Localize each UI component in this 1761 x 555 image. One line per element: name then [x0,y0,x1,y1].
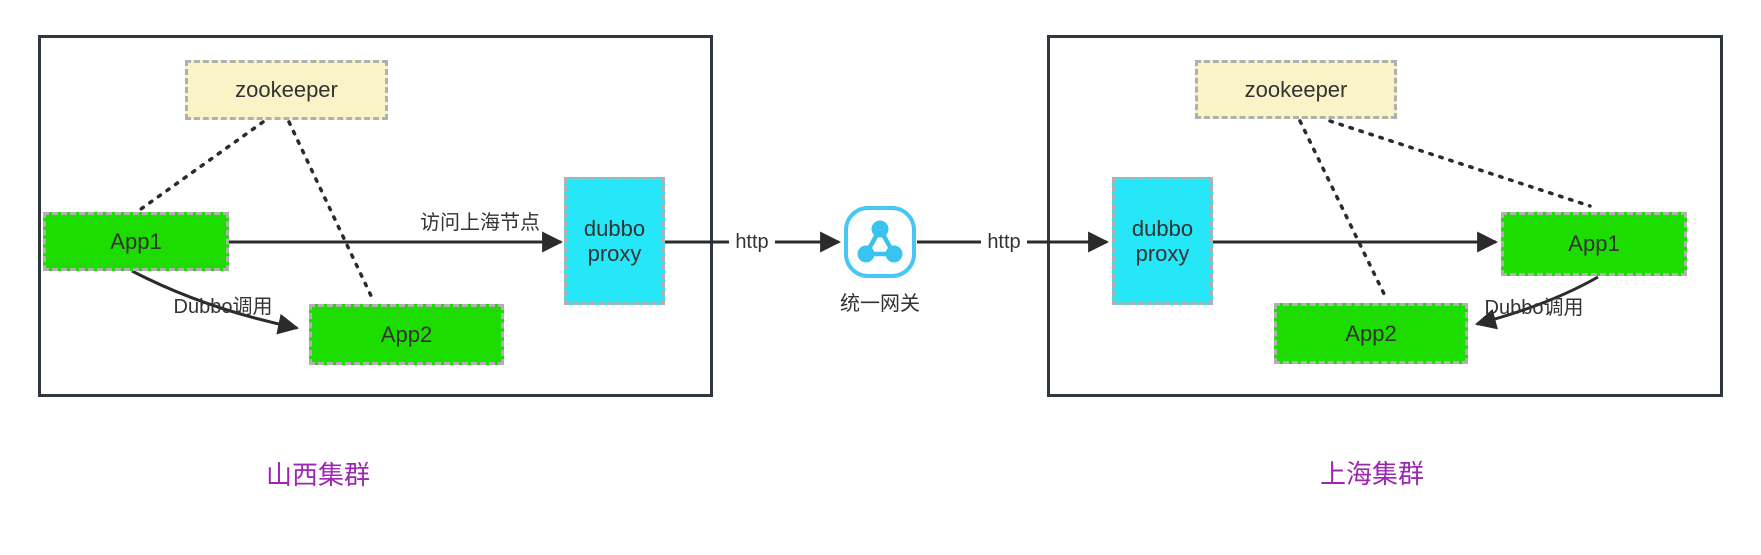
node-dubbo-proxy-shanxi: dubbo proxy [564,177,665,305]
http-label-right: http [981,229,1027,255]
node-app1-shanghai: App1 [1501,212,1687,276]
node-app2-shanxi: App2 [309,304,504,365]
http-label-left: http [729,229,775,255]
node-app2-shanghai: App2 [1274,303,1468,364]
node-zookeeper-shanxi: zookeeper [185,60,388,120]
node-dubbo-proxy-shanghai: dubbo proxy [1112,177,1213,305]
gateway-label: 统一网关 [840,293,920,315]
node-app1-shanxi: App1 [43,212,229,271]
network-nodes-icon [844,206,916,278]
node-zookeeper-shanghai: zookeeper [1195,60,1397,119]
cluster-box-shanxi [38,35,713,397]
label-dubbo-call-shanxi: Dubbo调用 [173,296,273,318]
cluster-box-shanghai [1047,35,1723,397]
cluster-label-shanghai: 上海集群 [1319,459,1424,489]
gateway-icon [843,205,917,279]
label-visit-shanghai-node: 访问上海节点 [420,212,540,234]
label-dubbo-call-shanghai: Dubbo调用 [1484,297,1584,319]
cluster-label-shanxi: 山西集群 [265,460,370,490]
